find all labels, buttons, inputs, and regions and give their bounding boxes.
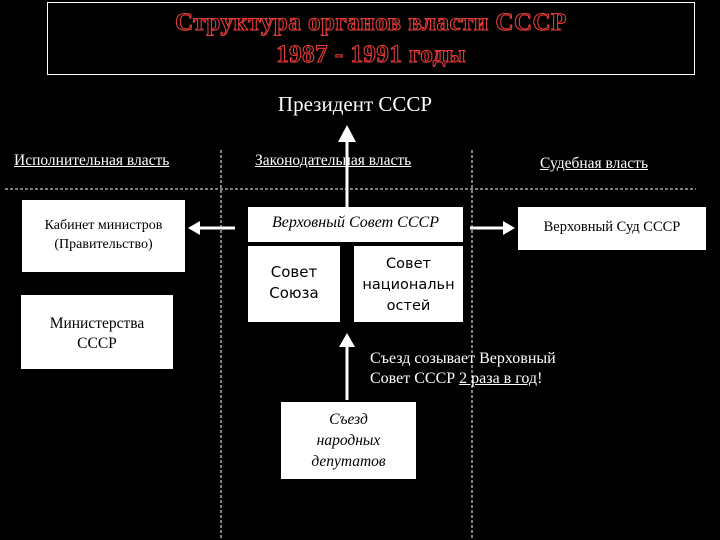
congress-note-line2-prefix: Совет СССР [370, 370, 460, 387]
congress-line2: народных [316, 432, 381, 449]
soviet-of-nationalities-line3: остей [386, 298, 431, 314]
congress-box: Съезд народных депутатов [281, 402, 416, 479]
supreme-soviet-box: Верховный Совет СССР [248, 207, 463, 242]
supreme-court-label: Верховный Суд СССР [543, 219, 681, 235]
congress-line3: депутатов [311, 453, 386, 470]
soviet-of-union-line1: Совет [270, 263, 318, 281]
congress-note: Съезд созывает Верховный Совет СССР 2 ра… [370, 349, 556, 389]
judicial-branch-heading: Судебная власть [540, 155, 649, 172]
ministries-line1: Министерства [49, 315, 145, 332]
ministries-box: Министерства СССР [21, 295, 173, 369]
arrow-to-cabinet-head [188, 221, 200, 235]
supreme-soviet-label: Верховный Совет СССР [272, 214, 439, 231]
soviet-of-nationalities-box: Совет национальн остей [354, 246, 463, 322]
congress-note-line2: Совет СССР 2 раза в год! [370, 369, 556, 389]
ministries-line2: СССР [77, 335, 117, 352]
executive-branch-heading: Исполнительная власть [14, 152, 170, 169]
congress-note-line2-suffix: ! [537, 370, 543, 387]
legislative-branch-heading: Законодательная власть [255, 152, 412, 169]
soviet-of-nationalities-line1: Совет [386, 256, 431, 272]
congress-note-line1: Съезд созывает Верховный [370, 350, 556, 367]
congress-note-frequency: 2 раза в год [459, 370, 538, 387]
cabinet-box: Кабинет министров (Правительство) [22, 200, 185, 272]
arrow-to-president-head [338, 125, 356, 142]
title-line2: 1987 - 1991 годы [276, 40, 466, 68]
title-line1: Структура органов власти СССР [175, 8, 567, 36]
congress-line1: Съезд [329, 411, 368, 428]
cabinet-line2: (Правительство) [54, 237, 153, 252]
supreme-court-box: Верховный Суд СССР [518, 207, 706, 250]
president-label: Президент СССР [277, 92, 433, 116]
cabinet-line1: Кабинет министров [44, 218, 163, 233]
soviet-of-union-box: Совет Союза [248, 246, 340, 322]
arrow-to-court-head [503, 221, 515, 235]
soviet-of-union-line2: Союза [269, 284, 319, 302]
title-box: Структура органов власти СССР 1987 - 199… [47, 2, 695, 75]
soviet-of-nationalities-line2: национальн [362, 277, 455, 293]
arrow-from-congress-head [339, 333, 355, 347]
